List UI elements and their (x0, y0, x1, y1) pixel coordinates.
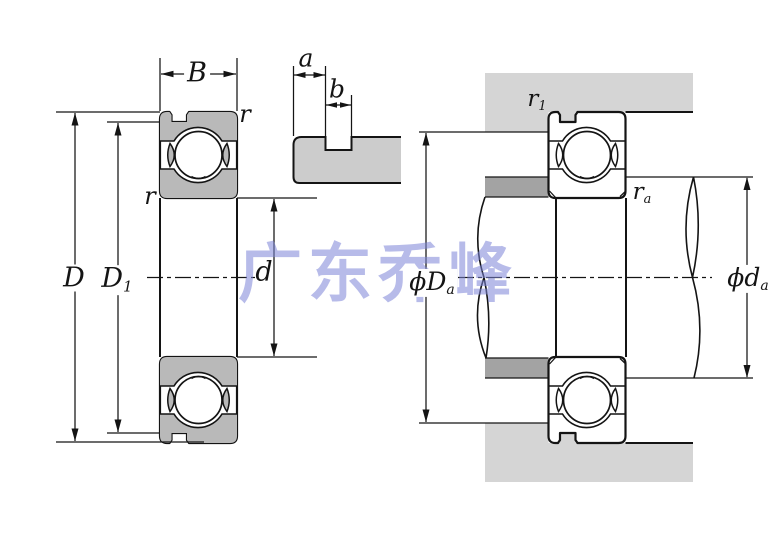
bearing-section-mounted-top (547, 110, 627, 200)
groove-detail-block (292, 136, 401, 184)
dim-label-d: d (255, 256, 273, 288)
housing-block-bottom (485, 423, 693, 482)
dim-lines (56, 58, 748, 443)
mounted-view-lines (419, 111, 753, 444)
shaft-shoulder-block-top (485, 177, 549, 197)
arrowheads (71, 70, 751, 442)
dim-label-D1: D1 (98, 265, 136, 295)
fillet-label-r1: r1 (527, 86, 547, 114)
break-curve-shaft (685, 176, 701, 379)
dim-label-b: b (328, 74, 346, 104)
chamfer-label-r-bottom: r (144, 182, 156, 210)
dim-label-phida: ϕda (724, 264, 772, 294)
dim-label-D: D (60, 264, 88, 292)
housing-block-top (485, 73, 693, 132)
dim-label-phiDa: ϕDa (406, 268, 458, 298)
break-curve-housing-bore (476, 196, 490, 359)
bearing-section-mounted-bottom (547, 355, 627, 445)
bearing-section-left-bottom (158, 355, 239, 445)
dim-label-a: a (298, 43, 314, 73)
dim-label-B: B (184, 59, 210, 87)
chamfer-label-r-top: r (239, 100, 251, 128)
bearing-section-left-top (158, 110, 239, 200)
watermark: 广东乔峰 (238, 238, 518, 312)
shaft-shoulder-block-bottom (485, 358, 549, 378)
fillet-label-ra: ra (632, 179, 652, 207)
